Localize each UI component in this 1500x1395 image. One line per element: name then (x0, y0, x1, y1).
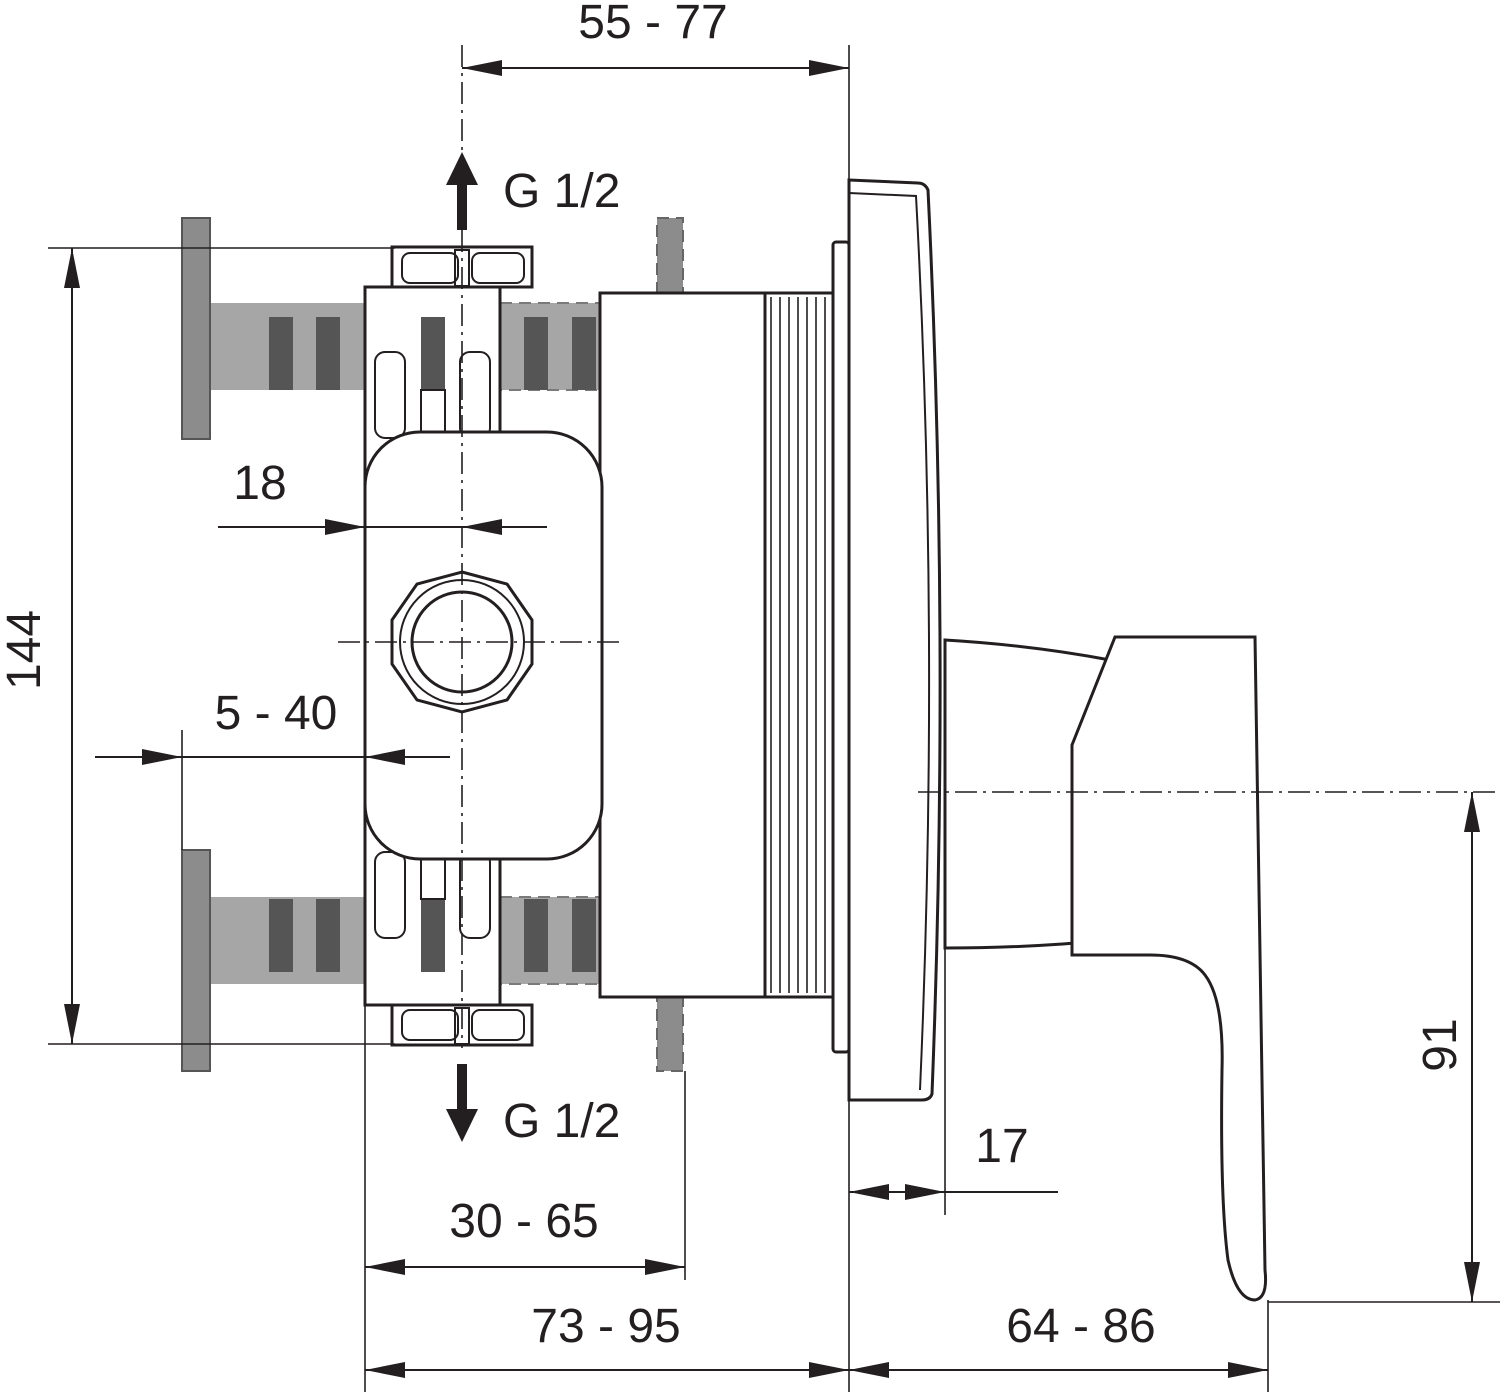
cover-plate (847, 178, 942, 1102)
dim-inlet-offset: 18 (233, 457, 286, 510)
left-supply-pipes (181, 217, 365, 1072)
connection-bottom-label: G 1/2 (503, 1095, 620, 1148)
lever-handle (943, 635, 1267, 1302)
dim-lever-projection: 64 - 86 (1006, 1300, 1155, 1353)
dim-plate-gap: 17 (975, 1120, 1028, 1173)
dimension-lines (64, 60, 1480, 1378)
extension-lines (48, 45, 1500, 1392)
flow-arrow-up-icon (446, 152, 478, 230)
dim-lever-height: 91 (1414, 1018, 1467, 1071)
rough-in-housing (598, 240, 851, 1054)
dim-wall-depth: 5 - 40 (215, 687, 338, 740)
valve-block (363, 245, 604, 1047)
dim-top-width: 55 - 77 (578, 0, 727, 49)
dim-body-depth: 73 - 95 (531, 1300, 680, 1353)
connection-top-label: G 1/2 (503, 165, 620, 218)
dim-total-height: 144 (0, 610, 51, 690)
dim-mount-depth: 30 - 65 (449, 1195, 598, 1248)
flow-arrow-down-icon (446, 1064, 478, 1142)
dimension-labels: 55 - 77 144 18 5 - 40 30 - 65 73 - 95 17… (0, 0, 1467, 1353)
